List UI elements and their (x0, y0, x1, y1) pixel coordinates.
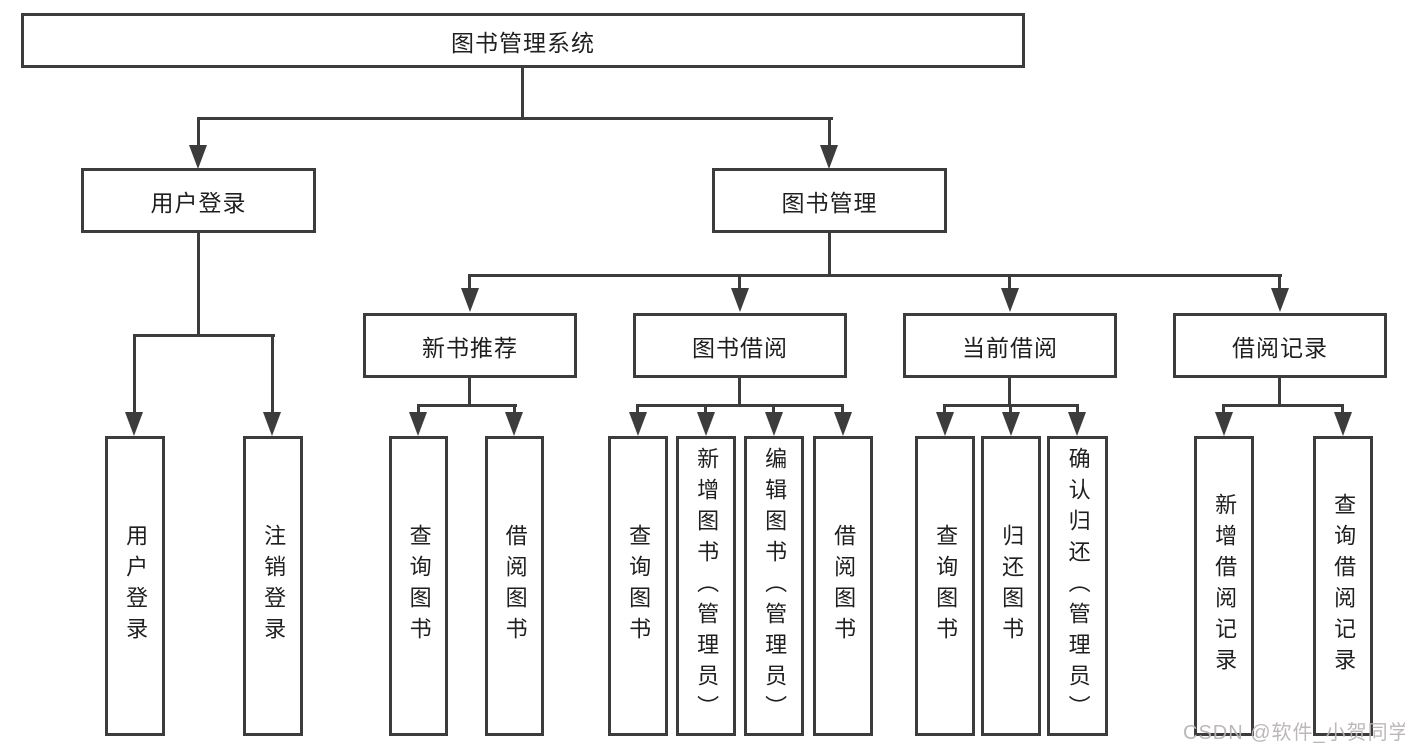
connector-line (704, 404, 707, 414)
leaf-label: 新增借阅记录 (1212, 493, 1238, 679)
connector-line (1008, 274, 1011, 290)
leaf-query-borrow-record: 查询借阅记录 (1313, 436, 1373, 736)
arrowhead-icon (409, 412, 427, 436)
connector-line (738, 274, 741, 290)
arrowhead-icon (697, 412, 715, 436)
leaf-query-books-current: 查询图书 (915, 436, 975, 736)
connector-line (197, 233, 200, 336)
arrowhead-icon (461, 288, 479, 312)
connector-line (772, 404, 775, 414)
connector-line (417, 404, 517, 407)
arrowhead-icon (263, 412, 281, 436)
connector-line (841, 404, 844, 414)
leaf-label: 查询图书 (933, 524, 959, 648)
leaf-label: 借阅图书 (831, 524, 857, 648)
csdn-watermark: CSDN @软件_小贺同学 (1183, 722, 1405, 744)
arrowhead-icon (629, 412, 647, 436)
arrowhead-icon (1215, 412, 1233, 436)
leaf-logout: 注销登录 (243, 436, 303, 736)
connector-line (133, 334, 136, 414)
leaf-query-books-borrowing: 查询图书 (608, 436, 668, 736)
leaf-query-books-recommendation: 查询图书 (389, 436, 448, 736)
arrowhead-icon (1002, 412, 1020, 436)
connector-line (271, 334, 274, 414)
node-new-book-recommendation: 新书推荐 (363, 313, 577, 378)
connector-line (1278, 274, 1281, 290)
connector-line (1008, 378, 1011, 407)
arrowhead-icon (936, 412, 954, 436)
leaf-label: 用户登录 (123, 524, 149, 648)
leaf-borrow-books-borrowing: 借阅图书 (813, 436, 873, 736)
connector-line (1278, 378, 1281, 407)
connector-line (513, 404, 516, 414)
arrowhead-icon (1271, 288, 1289, 312)
connector-line (133, 334, 275, 337)
arrowhead-icon (765, 412, 783, 436)
connector-line (1222, 404, 1344, 407)
leaf-label: 编辑图书（管理员） (762, 446, 788, 726)
leaf-label: 查询借阅记录 (1331, 493, 1357, 679)
connector-line (1009, 404, 1012, 414)
connector-line (636, 404, 844, 407)
connector-line (468, 274, 1282, 277)
node-book-management: 图书管理 (712, 168, 947, 233)
leaf-label: 新增图书（管理员） (694, 446, 720, 726)
node-borrowing-records: 借阅记录 (1173, 313, 1387, 378)
arrowhead-icon (1068, 412, 1086, 436)
arrowhead-icon (505, 412, 523, 436)
leaf-edit-books-admin: 编辑图书（管理员） (744, 436, 804, 736)
connector-line (1076, 404, 1079, 414)
leaf-label: 查询图书 (406, 524, 432, 648)
connector-line (828, 117, 831, 147)
connector-line (197, 117, 833, 120)
node-book-borrowing: 图书借阅 (633, 313, 847, 378)
arrowhead-icon (1001, 288, 1019, 312)
leaf-add-borrow-record: 新增借阅记录 (1194, 436, 1254, 736)
leaf-borrow-books-recommendation: 借阅图书 (485, 436, 544, 736)
leaf-return-books: 归还图书 (981, 436, 1041, 736)
connector-line (197, 117, 200, 147)
leaf-add-books-admin: 新增图书（管理员） (676, 436, 736, 736)
connector-line (636, 404, 639, 414)
leaf-label: 查询图书 (626, 524, 652, 648)
leaf-label: 借阅图书 (502, 524, 528, 648)
arrowhead-icon (1334, 412, 1352, 436)
connector-line (468, 378, 471, 407)
connector-line (417, 404, 420, 414)
connector-line (521, 68, 524, 120)
connector-line (943, 404, 946, 414)
arrowhead-icon (731, 288, 749, 312)
leaf-label: 归还图书 (999, 524, 1025, 648)
leaf-confirm-return-admin: 确认归还（管理员） (1047, 436, 1108, 736)
leaf-label: 确认归还（管理员） (1065, 446, 1091, 726)
leaf-user-login: 用户登录 (105, 436, 165, 736)
node-user-login: 用户登录 (81, 168, 316, 233)
arrowhead-icon (189, 145, 207, 169)
connector-line (738, 378, 741, 407)
leaf-label: 注销登录 (261, 524, 287, 648)
connector-line (1341, 404, 1344, 414)
connector-line (1222, 404, 1225, 414)
arrowhead-icon (820, 145, 838, 169)
connector-line (468, 274, 471, 290)
node-library-management-system: 图书管理系统 (21, 13, 1025, 68)
arrowhead-icon (834, 412, 852, 436)
connector-line (828, 233, 831, 277)
arrowhead-icon (125, 412, 143, 436)
node-current-borrowing: 当前借阅 (903, 313, 1117, 378)
